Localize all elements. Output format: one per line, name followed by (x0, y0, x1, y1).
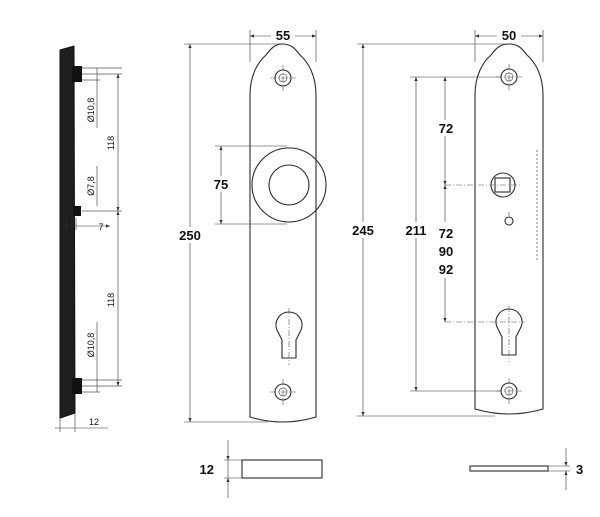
lever-plate-keyhole (495, 308, 523, 356)
knob-hole (268, 164, 310, 206)
lever-plate-view: 50 245 211 72 72 90 92 (346, 28, 544, 417)
knob-plate-thickness-label: 12 (200, 462, 214, 477)
lever-plate-profile: 3 (469, 448, 583, 490)
side-spacing-top-label: 118 (106, 136, 116, 150)
side-thickness-label: 12 (89, 417, 99, 427)
lever-hole-distance-label: 211 (406, 223, 427, 238)
side-offset-label: 7 (98, 222, 103, 232)
knob-plate-outline (249, 43, 317, 423)
lever-spindle-top-label: 72 (439, 121, 453, 136)
side-hole-top-label: Ø10,8 (86, 98, 96, 123)
side-profile (59, 45, 76, 419)
side-screw-top (72, 66, 82, 82)
lever-plate-outline (474, 43, 544, 415)
knob-plate-keyhole (275, 311, 303, 359)
side-view: Ø10,8 118 Ø7,8 7 118 Ø10,8 12 (55, 45, 122, 432)
lever-spindle-option-2: 90 (439, 244, 453, 259)
side-hole-middle-label: Ø7,8 (86, 176, 96, 196)
lever-indicator-hole (504, 216, 514, 226)
knob-rose (251, 147, 327, 223)
knob-plate-width-label: 55 (276, 28, 290, 43)
lever-plate-thickness-label: 3 (576, 462, 583, 477)
lever-plate-width-label: 50 (502, 28, 516, 43)
side-screw-middle (73, 206, 81, 216)
side-screw-bottom (72, 378, 82, 394)
knob-plate-profile: 12 (200, 440, 323, 498)
lever-plate-height-label: 245 (352, 223, 374, 238)
knob-plate-height-label: 250 (179, 228, 201, 243)
knob-plate-view: 55 75 250 (174, 28, 327, 423)
lever-spindle-option-3: 92 (439, 262, 453, 277)
lever-plate-profile-bar (469, 465, 549, 472)
knob-plate-profile-bar (241, 459, 323, 479)
lever-spindle-option-1: 72 (439, 226, 453, 241)
side-spacing-bottom-label: 118 (106, 293, 116, 307)
knob-size-label: 75 (214, 177, 228, 192)
side-hole-bottom-label: Ø10,8 (86, 333, 96, 358)
